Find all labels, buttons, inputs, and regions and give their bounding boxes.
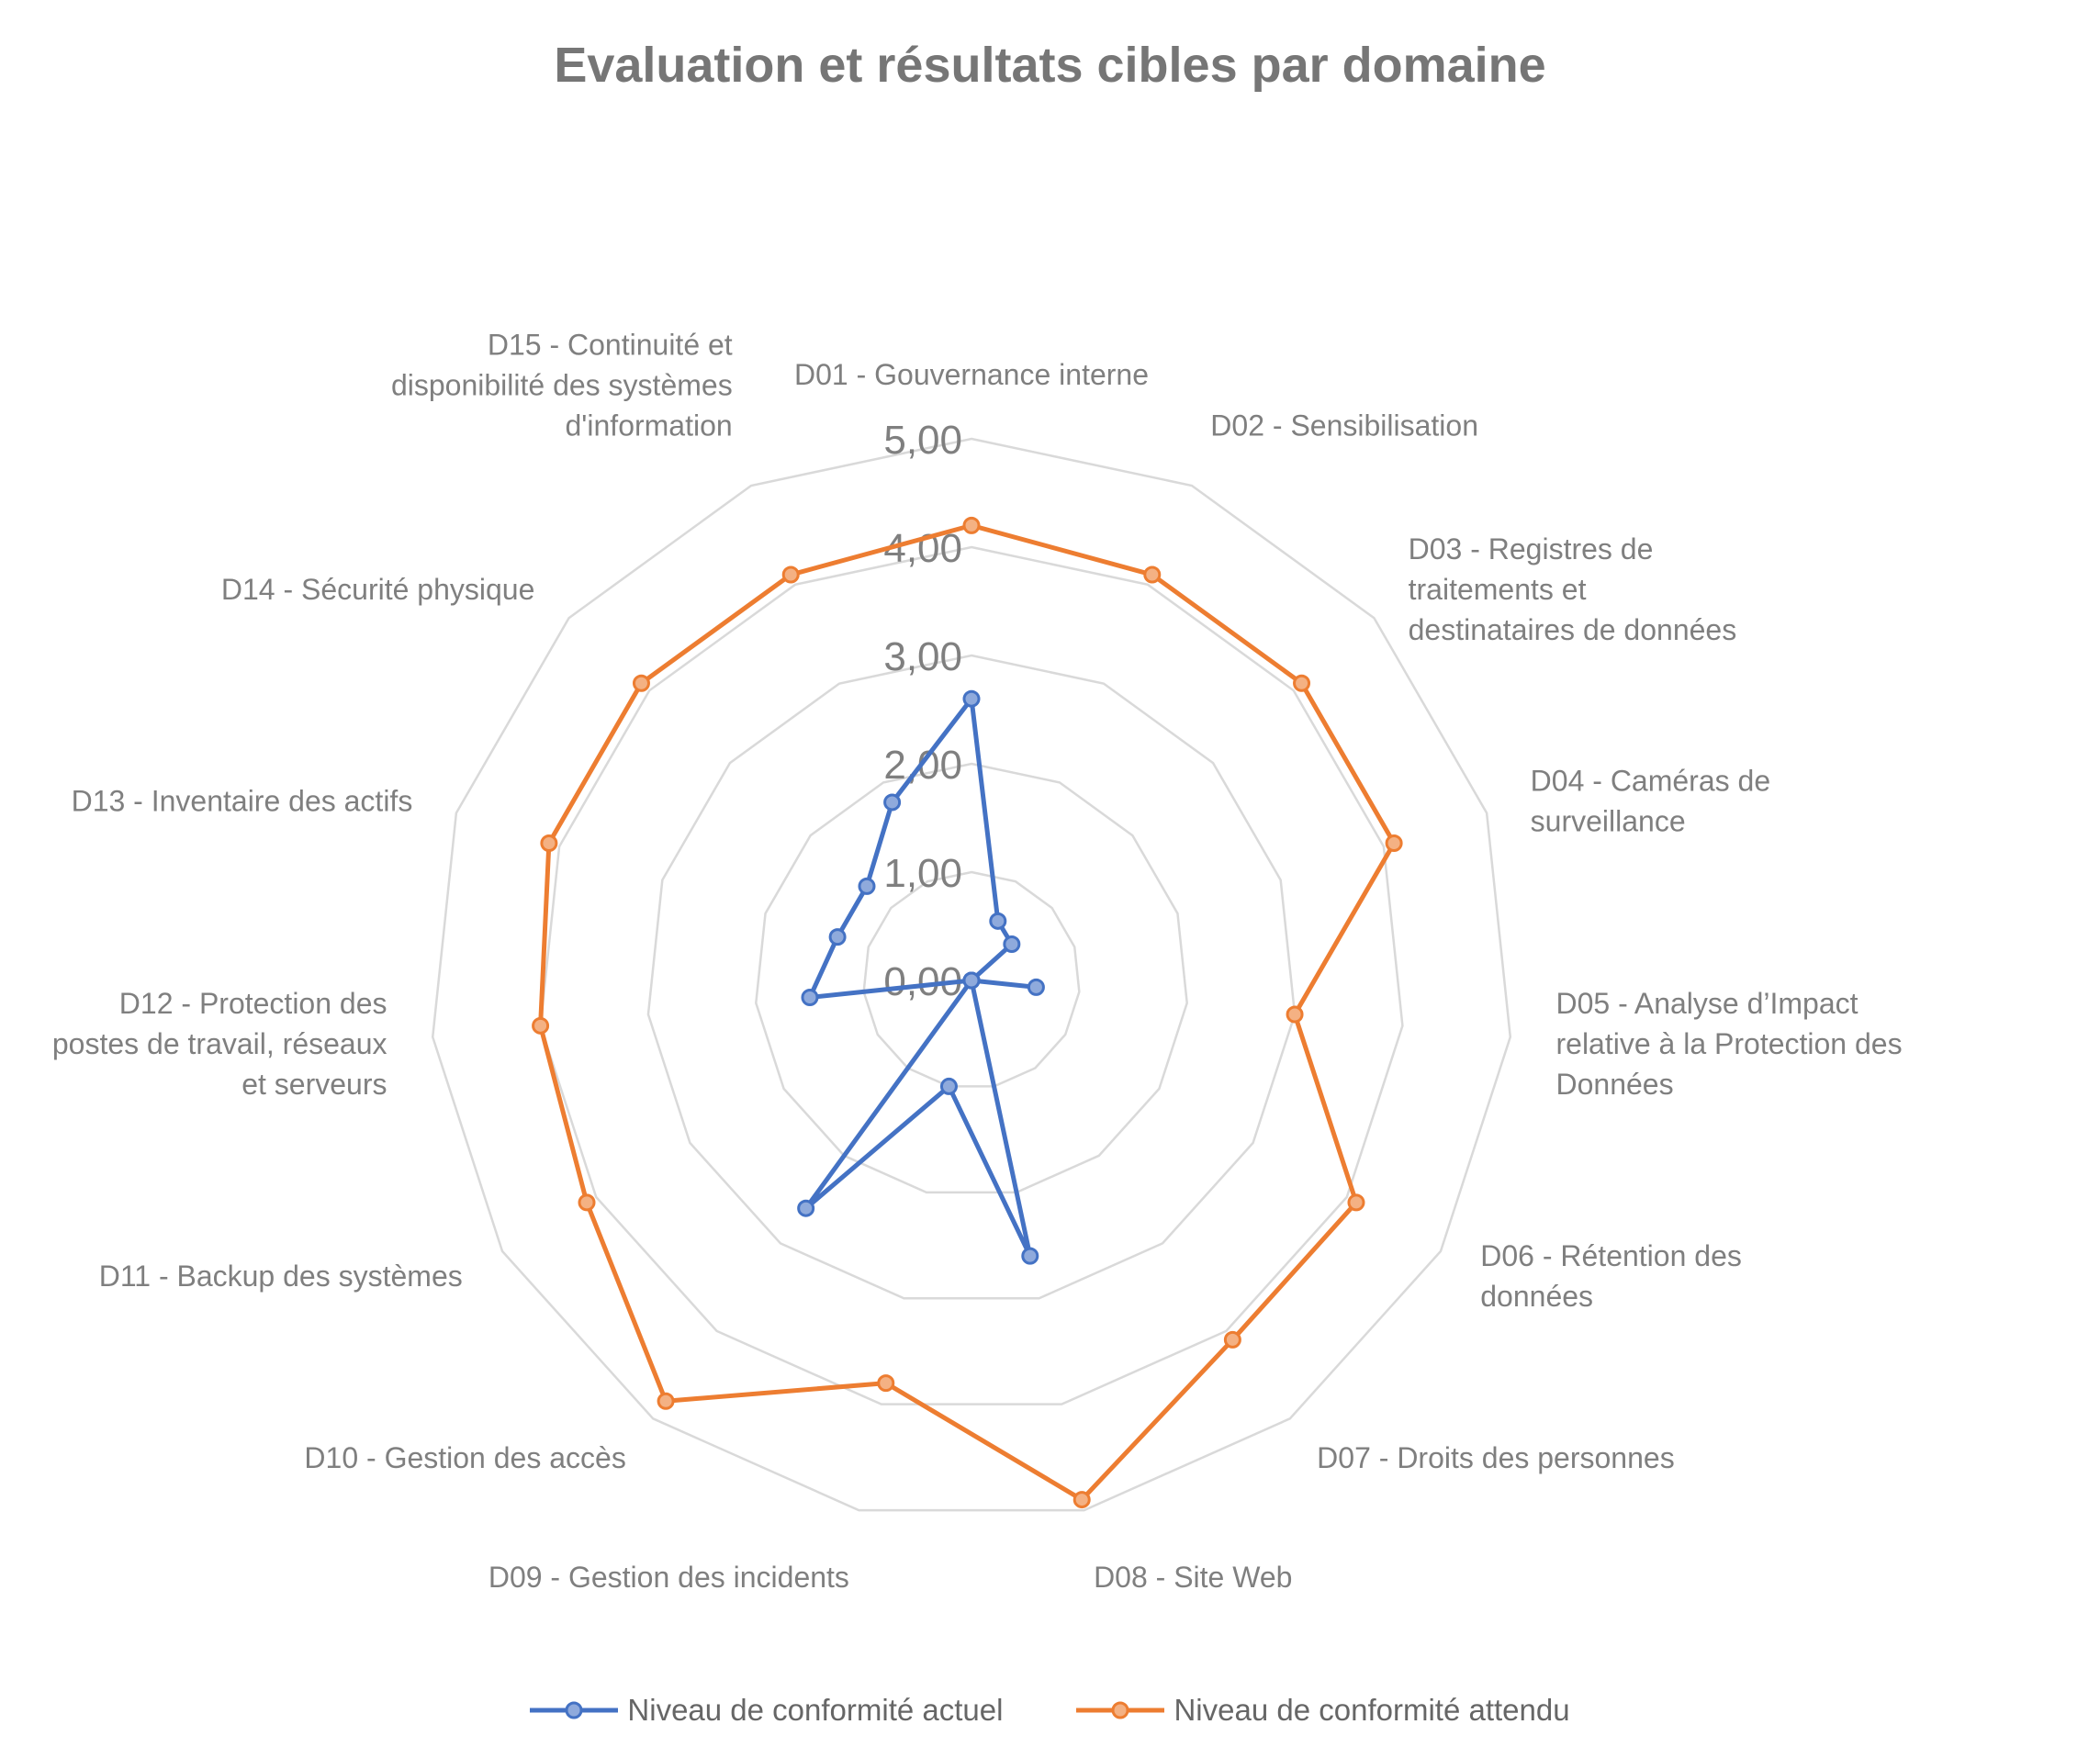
category-label: D12 - Protection des postes de travail, r… [52,987,387,1101]
category-label-line: D08 - Site Web [1094,1561,1292,1594]
data-point-s2-3 [1293,674,1311,692]
category-label-line: et serveurs [241,1068,387,1101]
grid-ring-3 [646,654,1297,1300]
category-label-line: données [1480,1280,1593,1313]
category-label-line: postes de travail, réseaux [52,1027,387,1060]
data-point-s2-13 [540,834,558,852]
legend-item-actuel: Niveau de conformité actuel [530,1693,1003,1728]
grid-ring-2 [755,762,1188,1194]
category-label: D04 - Caméras de surveillance [1531,764,1770,837]
data-point-s1-1 [962,689,981,708]
data-point-s1-13 [828,928,847,946]
data-point-s1-8 [1021,1247,1039,1265]
data-point-s2-2 [1143,565,1162,584]
radial-tick-label: 5,00 [883,418,962,463]
radial-tick-label: 3,00 [883,634,962,679]
category-label-line: D13 - Inventaire des actifs [72,784,413,817]
data-point-s2-15 [781,565,800,584]
data-point-s1-10 [797,1199,815,1217]
data-point-s1-9 [939,1077,958,1095]
data-point-s2-10 [657,1392,675,1410]
category-label-line: D15 - Continuité et [488,329,733,362]
category-label: D14 - Sécurité physique [221,573,535,606]
data-point-s2-7 [1223,1330,1241,1349]
data-point-s1-2 [989,912,1007,930]
data-point-s1-15 [883,793,902,812]
data-point-s1-12 [801,989,819,1007]
category-label: D10 - Gestion des accès [304,1441,625,1474]
data-point-s2-9 [877,1374,895,1393]
category-label: D07 - Droits des personnes [1317,1441,1675,1474]
data-point-s1-5 [1027,978,1045,996]
grid-ring-1 [862,870,1081,1088]
category-label-line: surveillance [1531,804,1686,837]
category-label: D15 - Continuité et disponibilité des sys… [391,329,733,442]
data-point-s2-5 [1286,1005,1304,1024]
legend-swatch-actuel [530,1701,619,1719]
data-point-s2-6 [1347,1193,1365,1212]
chart-title: Evaluation et résultats cibles par domai… [554,38,1546,93]
data-point-s2-12 [532,1016,550,1035]
category-label-line: D12 - Protection des [119,987,387,1020]
category-label-line: disponibilité des systèmes [391,369,733,402]
category-label: D09 - Gestion des incidents [489,1561,849,1594]
data-point-s2-11 [578,1193,596,1212]
data-point-s1-3 [1003,935,1021,954]
category-label-line: d'information [565,409,732,442]
category-label-line: D10 - Gestion des accès [304,1441,625,1474]
data-point-s2-8 [1072,1491,1091,1509]
data-point-s2-1 [962,516,981,534]
data-point-s2-4 [1385,834,1403,852]
category-label-line: D11 - Backup des systèmes [99,1260,463,1293]
category-label-line: D05 - Analyse d’Impact [1555,987,1858,1020]
legend-swatch-attendu [1076,1701,1165,1719]
grid-ring-4 [539,545,1404,1405]
category-label-line: traitements et [1409,573,1587,606]
category-label-line: D04 - Caméras de [1531,764,1770,797]
category-label: D11 - Backup des systèmes [99,1260,463,1293]
category-label: D02 - Sensibilisation [1210,409,1478,442]
category-label: D05 - Analyse d’Impact relative à la Prot… [1555,987,1902,1101]
legend-label-attendu: Niveau de conformité attendu [1174,1693,1570,1727]
category-label-line: D03 - Registres de [1409,532,1654,565]
legend-label-actuel: Niveau de conformité actuel [627,1693,1004,1727]
legend: Niveau de conformité actuel Niveau de co… [0,1693,2100,1728]
series-line-2 [538,522,1397,1503]
data-point-s2-14 [632,674,650,692]
category-label-line: D01 - Gouvernance interne [794,358,1149,391]
category-label-line: D14 - Sécurité physique [221,573,535,606]
data-point-s1-14 [858,877,876,895]
category-label: D13 - Inventaire des actifs [72,784,413,817]
category-label-line: destinataires de données [1409,613,1737,646]
category-label-line: Données [1555,1068,1673,1101]
category-label-line: D06 - Rétention des [1480,1239,1742,1272]
category-label: D06 - Rétention des données [1480,1239,1742,1313]
category-label: D08 - Site Web [1094,1561,1292,1594]
category-label: D01 - Gouvernance interne [794,358,1149,391]
category-label-line: D07 - Droits des personnes [1317,1441,1675,1474]
category-label-line: relative à la Protection des [1555,1027,1902,1060]
category-label-line: D02 - Sensibilisation [1210,409,1478,442]
legend-item-attendu: Niveau de conformité attendu [1076,1693,1570,1728]
radial-tick-label: 1,00 [883,851,962,896]
data-point-s1-11 [962,971,981,990]
category-label: D03 - Registres de traitements et destinat… [1409,532,1737,646]
grid-ring-5 [431,437,1512,1512]
category-label-line: D09 - Gestion des incidents [489,1561,849,1594]
